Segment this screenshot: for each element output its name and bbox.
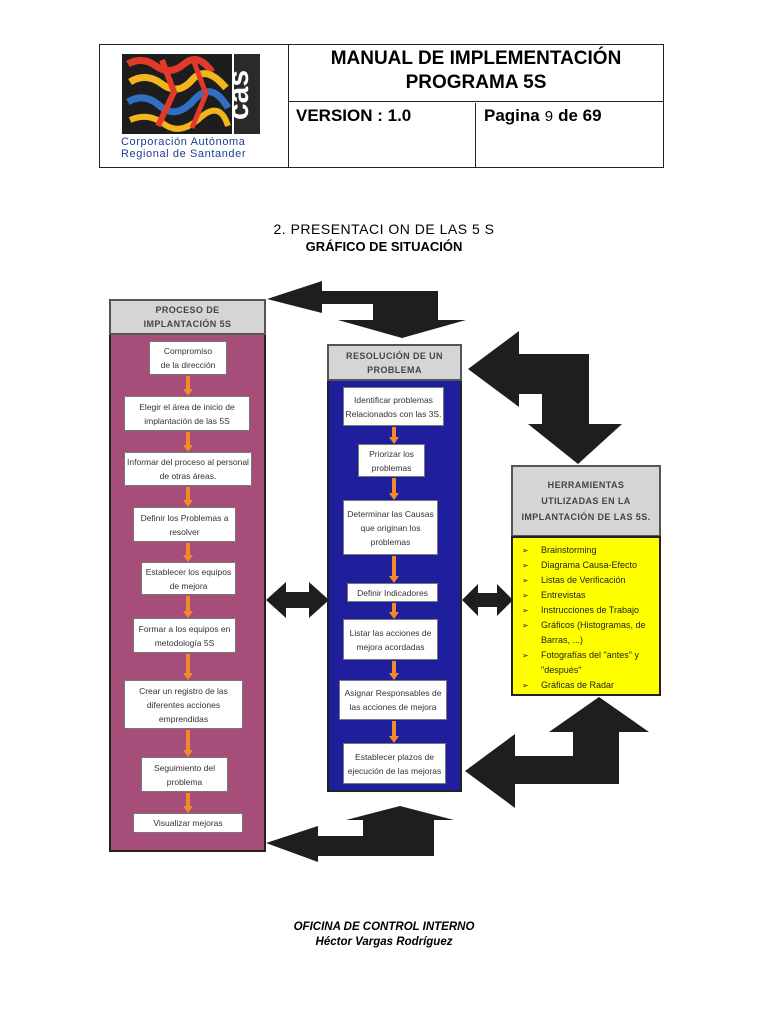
herramientas-panel: ➢ Brainstorming ➢ Diagrama Causa-Efecto ➢ L… xyxy=(511,536,661,696)
upper-right-arrow xyxy=(468,331,622,464)
implantacion-step-2: Elegir el área de inicio de implantación… xyxy=(124,396,250,431)
document-title-line1: MANUAL DE IMPLEMENTACIÓN xyxy=(330,48,622,69)
top-return-arrow xyxy=(267,281,466,338)
implantacion-step-8: Seguimiento del problema xyxy=(141,757,228,792)
bullet-arrow-icon: ➢ xyxy=(522,681,529,690)
bullet-arrow-icon: ➢ xyxy=(522,651,529,660)
tool-item: ➢ Entrevistas xyxy=(519,588,655,603)
right-double-arrow xyxy=(462,584,513,616)
page-footer: OFICINA DE CONTROL INTERNO Héctor Vargas… xyxy=(0,920,768,950)
tool-item-label: Fotografías del "antes" y "después" xyxy=(541,650,639,675)
lower-right-arrow xyxy=(465,697,649,808)
flow-down-arrow-icon xyxy=(183,596,193,618)
tool-item-label: Listas de Verificación xyxy=(541,575,626,585)
org-name: Corporación Autónoma Regional de Santand… xyxy=(121,136,246,160)
flow-down-arrow-icon xyxy=(183,730,193,757)
tool-item-label: Instrucciones de Trabajo xyxy=(541,605,640,615)
implantacion-panel-title: PROCESO DE IMPLANTACIÓN 5S xyxy=(109,299,266,335)
bullet-arrow-icon: ➢ xyxy=(522,591,529,600)
tool-item: ➢ Brainstorming xyxy=(519,543,655,558)
page-number: 9 xyxy=(544,108,554,125)
resolucion-step-2: Priorizar los problemas xyxy=(358,444,425,477)
flow-down-arrow-icon xyxy=(389,603,399,619)
tool-item: ➢ Gráficas de Radar xyxy=(519,678,655,693)
bullet-arrow-icon: ➢ xyxy=(522,546,529,555)
flow-down-arrow-icon xyxy=(183,793,193,813)
tool-item: ➢ Gráficos (Histogramas, de Barras, ...) xyxy=(519,618,655,648)
flow-down-arrow-icon xyxy=(183,376,193,396)
bottom-return-arrow xyxy=(266,806,454,862)
page-total: de 69 xyxy=(558,106,602,125)
flow-down-arrow-icon xyxy=(389,556,399,583)
footer-author: Héctor Vargas Rodríguez xyxy=(315,936,453,948)
implantacion-step-9: Visualizar mejoras xyxy=(133,813,243,833)
logo-mark: cas xyxy=(222,70,255,120)
left-double-arrow xyxy=(266,582,329,618)
flow-down-arrow-icon xyxy=(183,654,193,680)
tool-item: ➢ Fotografías del "antes" y "después" xyxy=(519,648,655,678)
logo-cell: cas Corporación Autónoma Regional de San… xyxy=(100,45,289,167)
resolucion-step-3: Determinar las Causas que originan los p… xyxy=(343,500,438,555)
flow-down-arrow-icon xyxy=(389,661,399,680)
flow-down-arrow-icon xyxy=(389,427,399,444)
tool-item-label: Gráficos (Histogramas, de Barras, ...) xyxy=(541,620,646,645)
footer-office: OFICINA DE CONTROL INTERNO xyxy=(293,921,475,933)
resolucion-step-5: Listar las acciones de mejora acordadas xyxy=(343,619,438,660)
tool-item-label: Diagrama Causa-Efecto xyxy=(541,560,638,570)
section-subtitle: GRÁFICO DE SITUACIÓN xyxy=(305,239,463,254)
resolucion-step-6: Asignar Responsables de las acciones de … xyxy=(339,680,447,720)
herramientas-panel-title: HERRAMIENTAS UTILIZADAS EN LA IMPLANTACI… xyxy=(511,465,661,537)
tool-item-label: Gráficas de Radar xyxy=(541,680,615,690)
version-label: VERSION : 1.0 xyxy=(289,103,476,167)
document-title-line2: PROGRAMA 5S xyxy=(405,72,547,93)
tool-item-label: Brainstorming xyxy=(541,545,597,555)
document-header: cas Corporación Autónoma Regional de San… xyxy=(99,44,664,168)
document-title: MANUAL DE IMPLEMENTACIÓN PROGRAMA 5S xyxy=(289,45,663,102)
bullet-arrow-icon: ➢ xyxy=(522,576,529,585)
tool-item: ➢ Instrucciones de Trabajo xyxy=(519,603,655,618)
flow-down-arrow-icon xyxy=(183,543,193,562)
implantacion-step-5: Establecer los equipos de mejora xyxy=(141,562,236,595)
implantacion-step-3: Informar del proceso al personal de otra… xyxy=(124,452,252,486)
herramientas-list: ➢ Brainstorming ➢ Diagrama Causa-Efecto ➢ L… xyxy=(519,543,655,693)
resolucion-step-7: Establecer plazos de ejecución de las me… xyxy=(343,743,446,784)
org-name-line2: Regional de Santander xyxy=(121,148,247,160)
flow-down-arrow-icon xyxy=(183,487,193,507)
bullet-arrow-icon: ➢ xyxy=(522,621,529,630)
implantacion-step-7: Crear un registro de las diferentes acci… xyxy=(124,680,243,729)
resolucion-step-1: Identificar problemas Relacionados con l… xyxy=(343,387,444,426)
tool-item: ➢ Listas de Verificación xyxy=(519,573,655,588)
cas-logo-icon: cas xyxy=(122,54,260,134)
implantacion-step-6: Formar a los equipos en metodología 5S xyxy=(133,618,236,653)
bullet-arrow-icon: ➢ xyxy=(522,606,529,615)
flow-down-arrow-icon xyxy=(389,721,399,743)
flow-down-arrow-icon xyxy=(389,478,399,500)
implantacion-step-4: Definir los Problemas a resolver xyxy=(133,507,236,542)
implantacion-step-1: Compromiso de la dirección xyxy=(149,341,227,375)
flow-down-arrow-icon xyxy=(183,432,193,452)
bullet-arrow-icon: ➢ xyxy=(522,561,529,570)
tool-item-label: Entrevistas xyxy=(541,590,586,600)
org-name-line1: Corporación Autónoma xyxy=(121,136,246,148)
tool-item: ➢ Diagrama Causa-Efecto xyxy=(519,558,655,573)
page-label: Pagina xyxy=(484,106,540,125)
resolucion-step-4: Definir Indicadores xyxy=(347,583,438,602)
section-title: 2. PRESENTACI ON DE LAS 5 S xyxy=(273,221,495,237)
resolucion-panel-title: RESOLUCIÓN DE UN PROBLEMA xyxy=(327,344,462,381)
